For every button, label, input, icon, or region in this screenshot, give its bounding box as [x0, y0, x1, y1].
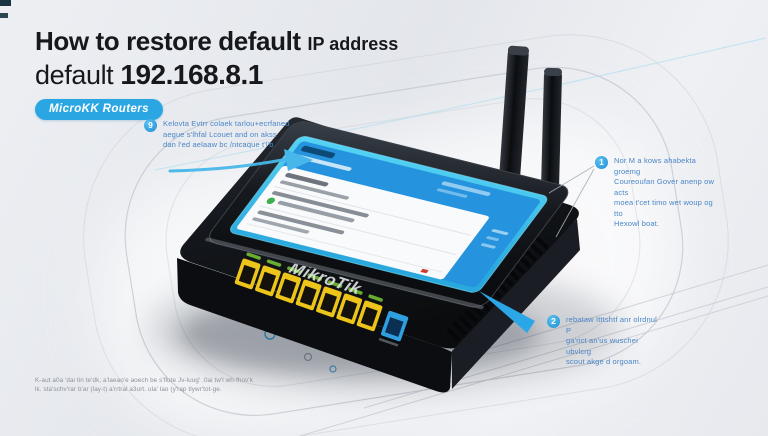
- callout-line: moea t'cet timo wet woup og tto: [614, 198, 713, 218]
- callout-right-text: Nor M a kows ahabekta groemg Coureoufan …: [614, 156, 715, 230]
- callout-bottom-right: 2 rebataw Itttshtf anr olrdnul P ga'rict…: [547, 315, 662, 368]
- callout-right: 1 Nor M a kows ahabekta groemg Coureoufa…: [595, 156, 715, 230]
- callout-left: 9 Kelovta Evtrr colaek tarlou+ecrfaned a…: [144, 119, 294, 151]
- brand-badge: MicroKK Routers: [35, 99, 163, 120]
- callout-line: rebataw Itttshtf anr olrdnul P: [566, 315, 657, 335]
- screen-header-text: [295, 145, 509, 249]
- page-subtitle: default 192.168.8.1: [35, 59, 398, 91]
- footer-line: K-aut a0a 'dai tin te'dk, a'laeao'e aoec…: [35, 377, 253, 384]
- callout-line: Hexowl boat.: [614, 219, 660, 228]
- callout-line: Kelovta Evtrr colaek tarlou+ecrfaned: [163, 119, 290, 128]
- callout-line: ga'rict an'us wuschei ubvlcrg: [566, 336, 638, 356]
- router-screen: [205, 121, 569, 310]
- screen-panel-rows: [246, 172, 471, 274]
- callout-line: aegue s'lhfal Lcouet and on akss: [163, 129, 277, 139]
- cursor-mark: [420, 268, 429, 274]
- decor-cyan-curve: [154, 37, 767, 171]
- ethernet-port: [255, 259, 282, 297]
- callout-line: scout akge d orgoam.: [566, 357, 642, 366]
- right-callout-lines: [548, 165, 595, 238]
- ip-address: 192.168.8.1: [120, 59, 263, 90]
- callout-line: Coureoufan Gover anenp ow acts: [614, 177, 715, 197]
- step-number-icon: 9: [144, 119, 157, 132]
- callout-bottom-text: rebataw Itttshtf anr olrdnul P ga'rict a…: [566, 315, 662, 368]
- ethernet-port: [295, 273, 322, 311]
- page-title: How to restore default IP address: [35, 28, 398, 58]
- bottom-callout-arrow: [479, 291, 535, 333]
- corner-artifact: [0, 0, 11, 6]
- callout-line: dan l'ed aelaaw bc /ntcaque t'l'b: [163, 140, 274, 149]
- router-right-face: [452, 219, 580, 389]
- decor-circle-blue: [329, 365, 337, 373]
- subtitle-word: default: [35, 60, 114, 90]
- ethernet-port: [234, 252, 261, 290]
- callout-line: Nor M a kows ahabekta groemg: [614, 156, 696, 176]
- corner-artifact: [0, 13, 8, 18]
- arrowhead-icon: [284, 149, 313, 171]
- ethernet-port: [316, 280, 343, 318]
- ethernet-port: [336, 287, 363, 325]
- footer-line: lk. sta'schv'rar b'ar (lay-t) a'rrtral a…: [35, 386, 222, 393]
- check-icon: [266, 197, 275, 205]
- ethernet-port: [275, 266, 302, 304]
- title-block: How to restore default IP address defaul…: [35, 28, 398, 120]
- step-number-icon: 2: [547, 315, 560, 328]
- ethernet-ports: [234, 252, 409, 347]
- router-front-face: [177, 258, 452, 393]
- sfp-blue-port: [378, 310, 409, 347]
- title-main: How to restore default: [35, 26, 301, 56]
- ethernet-port: [356, 294, 383, 332]
- screen-panel: [237, 165, 489, 280]
- decor-circle-gray: [303, 352, 313, 362]
- title-suffix: IP address: [307, 34, 399, 54]
- step-number-icon: 1: [595, 156, 608, 169]
- left-callout-arrow: [168, 149, 313, 173]
- callout-left-text: Kelovta Evtrr colaek tarlou+ecrfaned aeg…: [163, 119, 290, 151]
- footer-note: K-aut a0a 'dai tin te'dk, a'laeao'e aoec…: [35, 376, 260, 394]
